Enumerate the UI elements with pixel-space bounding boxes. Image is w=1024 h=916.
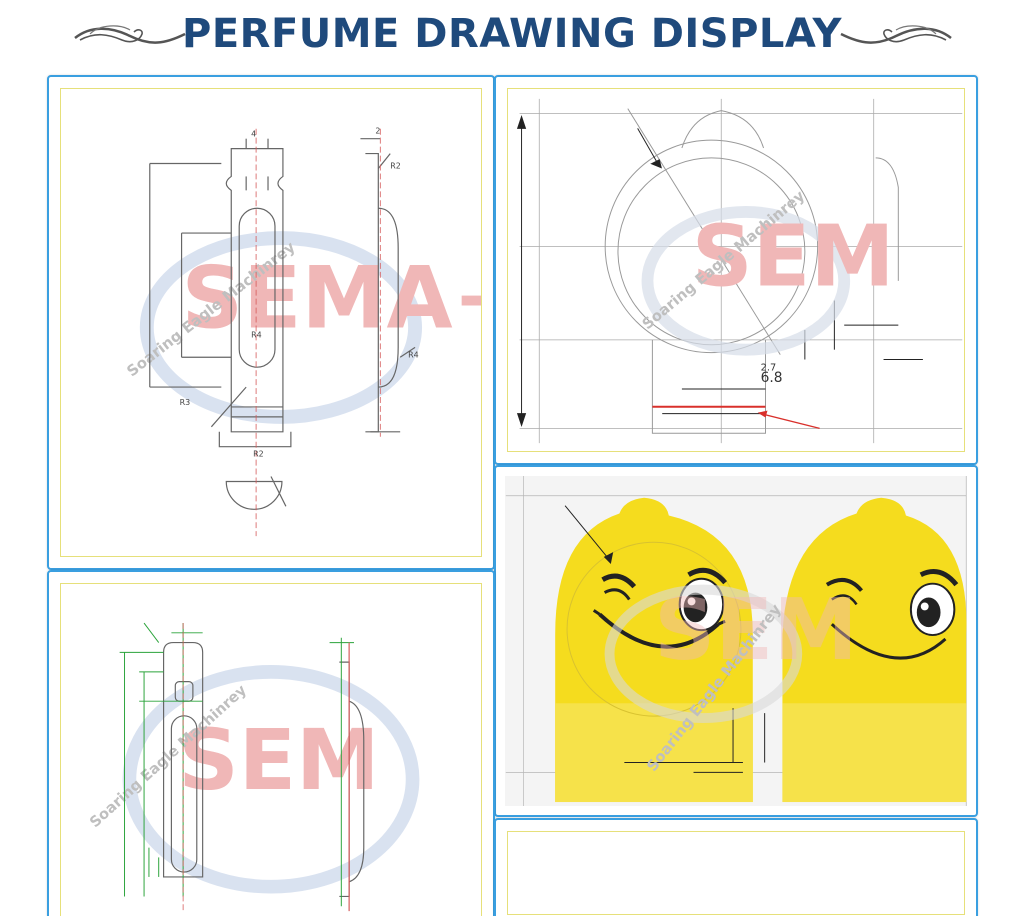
flourish-left-icon xyxy=(74,25,186,44)
dim-label: R3 xyxy=(180,398,191,407)
dim-label: R4 xyxy=(251,330,262,339)
emoji-label-right xyxy=(782,497,967,803)
drawing-canvas: SEM Soaring Eagle Machinrey xyxy=(60,583,482,916)
dim-label: 4 xyxy=(251,130,256,139)
dim-label: R4 xyxy=(408,350,419,359)
drawing-panel-round-outline: 6.8 2.7 SEM Soaring Eagle Machinrey xyxy=(494,75,978,465)
drawing-canvas xyxy=(507,831,965,915)
drawing-canvas: 6.8 2.7 SEM Soaring Eagle Machinrey xyxy=(507,88,965,452)
drawing-panel-vial-green: SEM Soaring Eagle Machinrey xyxy=(47,570,495,916)
drawing-canvas: SEMA+ Soaring Eagle Machinrey xyxy=(60,88,482,557)
drawing-panel-partial xyxy=(494,818,978,916)
dim-label: 2.7 xyxy=(761,362,777,373)
flourish-right-icon xyxy=(840,25,952,44)
drawing-panel-emoji-labels: SEM Soaring Eagle Machinrey xyxy=(494,465,978,817)
round-label-technical-drawing: 6.8 2.7 SEM Soaring Eagle Machinrey xyxy=(516,98,963,444)
dim-label: R2 xyxy=(390,161,401,170)
emoji-label-canvas: SEM Soaring Eagle Machinrey xyxy=(505,476,967,806)
dim-label: 2 xyxy=(375,127,380,136)
watermark-logo: SEM xyxy=(178,711,379,809)
dim-label: R2 xyxy=(253,450,264,459)
drawing-panel-vial: SEMA+ Soaring Eagle Machinrey xyxy=(47,75,495,570)
watermark-logo: SEM xyxy=(654,581,858,680)
emoji-label-left xyxy=(555,497,753,803)
vial-green-technical-drawing: SEM Soaring Eagle Machinrey xyxy=(87,622,420,912)
vial-technical-drawing: SEMA+ Soaring Eagle Machinrey xyxy=(123,127,481,537)
page-title: PERFUME DRAWING DISPLAY xyxy=(182,11,842,57)
emoji-label-render: SEM Soaring Eagle Machinrey xyxy=(505,476,967,806)
dim-label: 6.8 xyxy=(761,370,783,386)
title-bar: PERFUME DRAWING DISPLAY xyxy=(0,0,1024,70)
watermark-logo: SEM xyxy=(692,207,895,306)
